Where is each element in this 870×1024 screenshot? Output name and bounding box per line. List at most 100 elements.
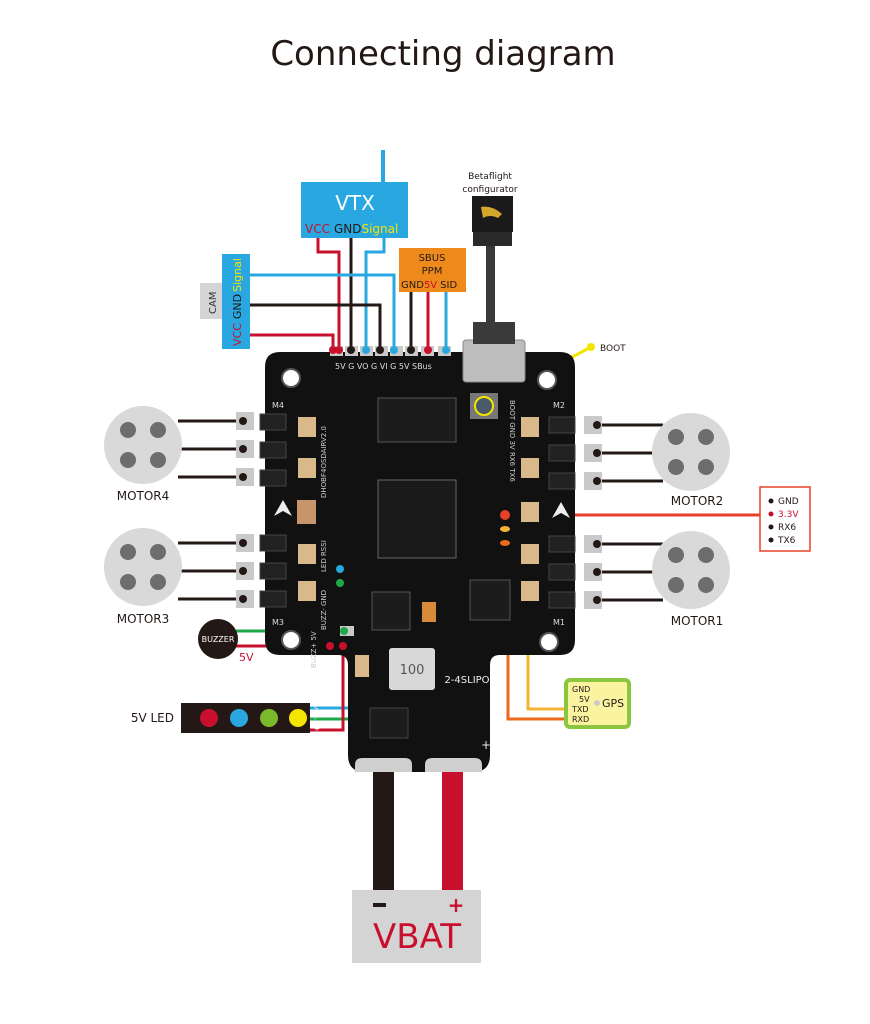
configurator-line2: configurator: [462, 185, 517, 195]
esc-pads-right: [584, 416, 602, 609]
mosfets: [259, 413, 576, 609]
silk-led-rssi: LED RSSI: [320, 540, 328, 572]
svg-text:VCCGNDSignal: VCCGNDSignal: [231, 258, 244, 346]
boot-button[interactable]: [474, 396, 494, 416]
led-pin-plus: +: [314, 725, 320, 733]
cam-label: CAM: [208, 292, 219, 314]
silk-m1: M1: [553, 618, 565, 627]
top-pad-dots: [329, 346, 450, 354]
vtx-pin-vcc: VCC: [305, 222, 330, 236]
silk-buzz-gnd: BUZZ- GND: [320, 590, 328, 630]
mount-hole-tr: [537, 370, 557, 390]
page-title: Connecting diagram: [270, 34, 615, 74]
pad-3v3: [500, 510, 510, 520]
battery-pad-negative: [355, 758, 412, 772]
battery-plus-icon: +: [448, 893, 465, 917]
gps-pin-gnd: GND: [572, 685, 590, 694]
gps-module: GND 5V TXD RXD GPS: [564, 678, 631, 729]
vtx-pin-signal: Signal: [361, 222, 398, 236]
battery-box: [352, 890, 481, 963]
silk-m4: M4: [272, 401, 284, 410]
betaflight-configurator: Betaflight configurator: [462, 172, 518, 246]
boot-dot: [587, 343, 595, 351]
led-red: [200, 709, 218, 727]
rx-line1: SBUS: [419, 253, 446, 264]
wire-vtx-signal: [364, 238, 386, 350]
silk-m2: M2: [553, 401, 565, 410]
rx-pin-gnd: GND: [401, 280, 424, 291]
uart6-connector: GND 3.3V RX6 TX6: [759, 486, 811, 552]
battery-minus-icon: [373, 903, 386, 907]
motor3-label: MOTOR3: [117, 612, 170, 626]
lipo-label: 2-4SLIPO: [444, 675, 489, 686]
boot-label: BOOT: [600, 344, 626, 354]
silk-uart6: BOOT GND 3V RX6 TX6: [508, 400, 516, 482]
battery-lead-positive: [442, 764, 463, 894]
wire-cam-signal: [250, 273, 396, 350]
pad-rx6: [500, 526, 510, 532]
gps-pin-rxd: RXD: [572, 715, 589, 724]
mount-hole-br: [539, 632, 559, 652]
motor-1: MOTOR1: [652, 531, 730, 628]
vtx-label: VTX: [335, 191, 375, 215]
plus-silk: +: [481, 738, 491, 752]
board-pcb: [265, 352, 575, 772]
buzzer: BUZZER 5V: [198, 619, 254, 664]
motor-4: MOTOR4: [104, 406, 182, 503]
configurator-box-base: [473, 232, 512, 246]
cam-box: [222, 254, 250, 349]
led-strip: 5V LED S - +: [131, 703, 320, 733]
gyro-chip: [371, 591, 411, 631]
cam-pin-signal: Signal: [231, 258, 244, 292]
mount-hole-tl: [281, 368, 301, 388]
rx-line2: PPM: [422, 266, 443, 277]
regulator-chip: [369, 707, 409, 739]
uart6-pin-rx6: RX6: [778, 523, 796, 533]
betaflight-logo-icon: [481, 206, 502, 218]
gps-pin-5v: 5V: [579, 695, 590, 704]
silk-buzz-5v: BUZZ+ 5V: [310, 631, 318, 668]
motor-3: MOTOR3: [104, 528, 182, 626]
vtx-box: [301, 182, 408, 238]
silk-m3: M3: [272, 618, 284, 627]
configurator-line1: Betaflight: [468, 172, 512, 182]
esc-pad-dots-left: [239, 417, 247, 603]
buzzer-body: [198, 619, 238, 659]
gps-label: GPS: [602, 697, 624, 710]
wire-vtx-vcc: [316, 238, 341, 350]
rx-pin-5v: 5V: [424, 280, 437, 291]
pad-buzz-plus-dot: [326, 642, 334, 650]
led-green: [260, 709, 278, 727]
vtx-module: VTX VCC GNDSignal: [301, 182, 408, 238]
mount-hole-bl: [281, 630, 301, 650]
silk-board-name: DHOBF4OSDAIRV2.0: [320, 426, 328, 498]
battery-lead-negative: [373, 764, 394, 894]
battery-pad-positive: [425, 758, 482, 772]
camera-module: CAM VCCGNDSignal: [200, 254, 250, 349]
vtx-pin-gnd: GND: [334, 222, 362, 236]
uart6-pin-gnd: GND: [778, 497, 799, 507]
vbat-label: VBAT: [373, 917, 461, 957]
pad-tx6: [500, 540, 510, 546]
cam-pin-gnd: GND: [231, 294, 244, 319]
gps-pin-txd: TXD: [571, 705, 589, 714]
pad-led: [336, 565, 344, 573]
pad-label-row: 5V G VO G VI G 5V SBus: [335, 362, 432, 371]
esc-pads-left: [236, 412, 254, 608]
rx-pin-sid: SID: [440, 280, 457, 291]
usb-connector: [462, 339, 526, 383]
motor2-label: MOTOR2: [671, 494, 724, 508]
uart6-pin-3v3: 3.3V: [778, 510, 799, 520]
capacitors: [297, 417, 539, 677]
inductor-label: 100: [400, 663, 425, 678]
wire-cam-gnd: [250, 303, 382, 350]
usb-plug: [473, 322, 515, 344]
direction-arrow-left: [274, 500, 292, 516]
led-label: 5V LED: [131, 711, 174, 725]
motor4-label: MOTOR4: [117, 489, 170, 503]
led-yellow: [289, 709, 307, 727]
flight-controller-board: 5V G VO G VI G 5V SBus 100 2-4SLIPO +: [236, 322, 602, 772]
cam-tag: [200, 283, 222, 319]
led-blue: [230, 709, 248, 727]
